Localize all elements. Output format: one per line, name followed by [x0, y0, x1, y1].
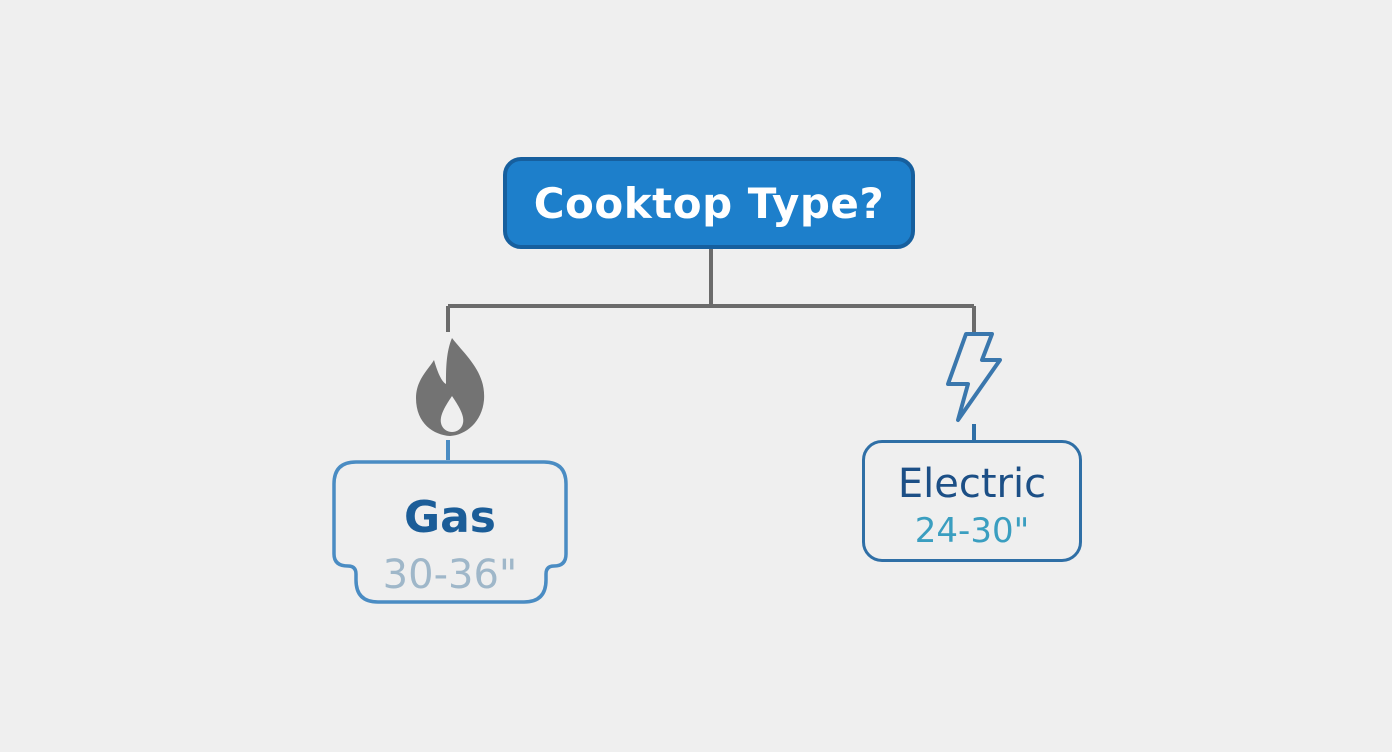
gas-title: Gas — [404, 492, 496, 543]
electric-size-range: 24-30" — [914, 511, 1030, 551]
electric-title: Electric — [897, 461, 1047, 507]
connector-trunk — [448, 249, 974, 308]
gas-size-range: 30-36" — [382, 552, 518, 598]
root-question-node: Cooktop Type? — [503, 157, 915, 249]
gas-box-outline — [332, 460, 568, 604]
gas-node: Gas 30-36" — [334, 460, 566, 600]
lightning-bolt-icon — [946, 332, 1002, 422]
root-question-label: Cooktop Type? — [533, 178, 885, 228]
electric-node: Electric 24-30" — [862, 440, 1082, 562]
flame-icon — [416, 338, 485, 436]
